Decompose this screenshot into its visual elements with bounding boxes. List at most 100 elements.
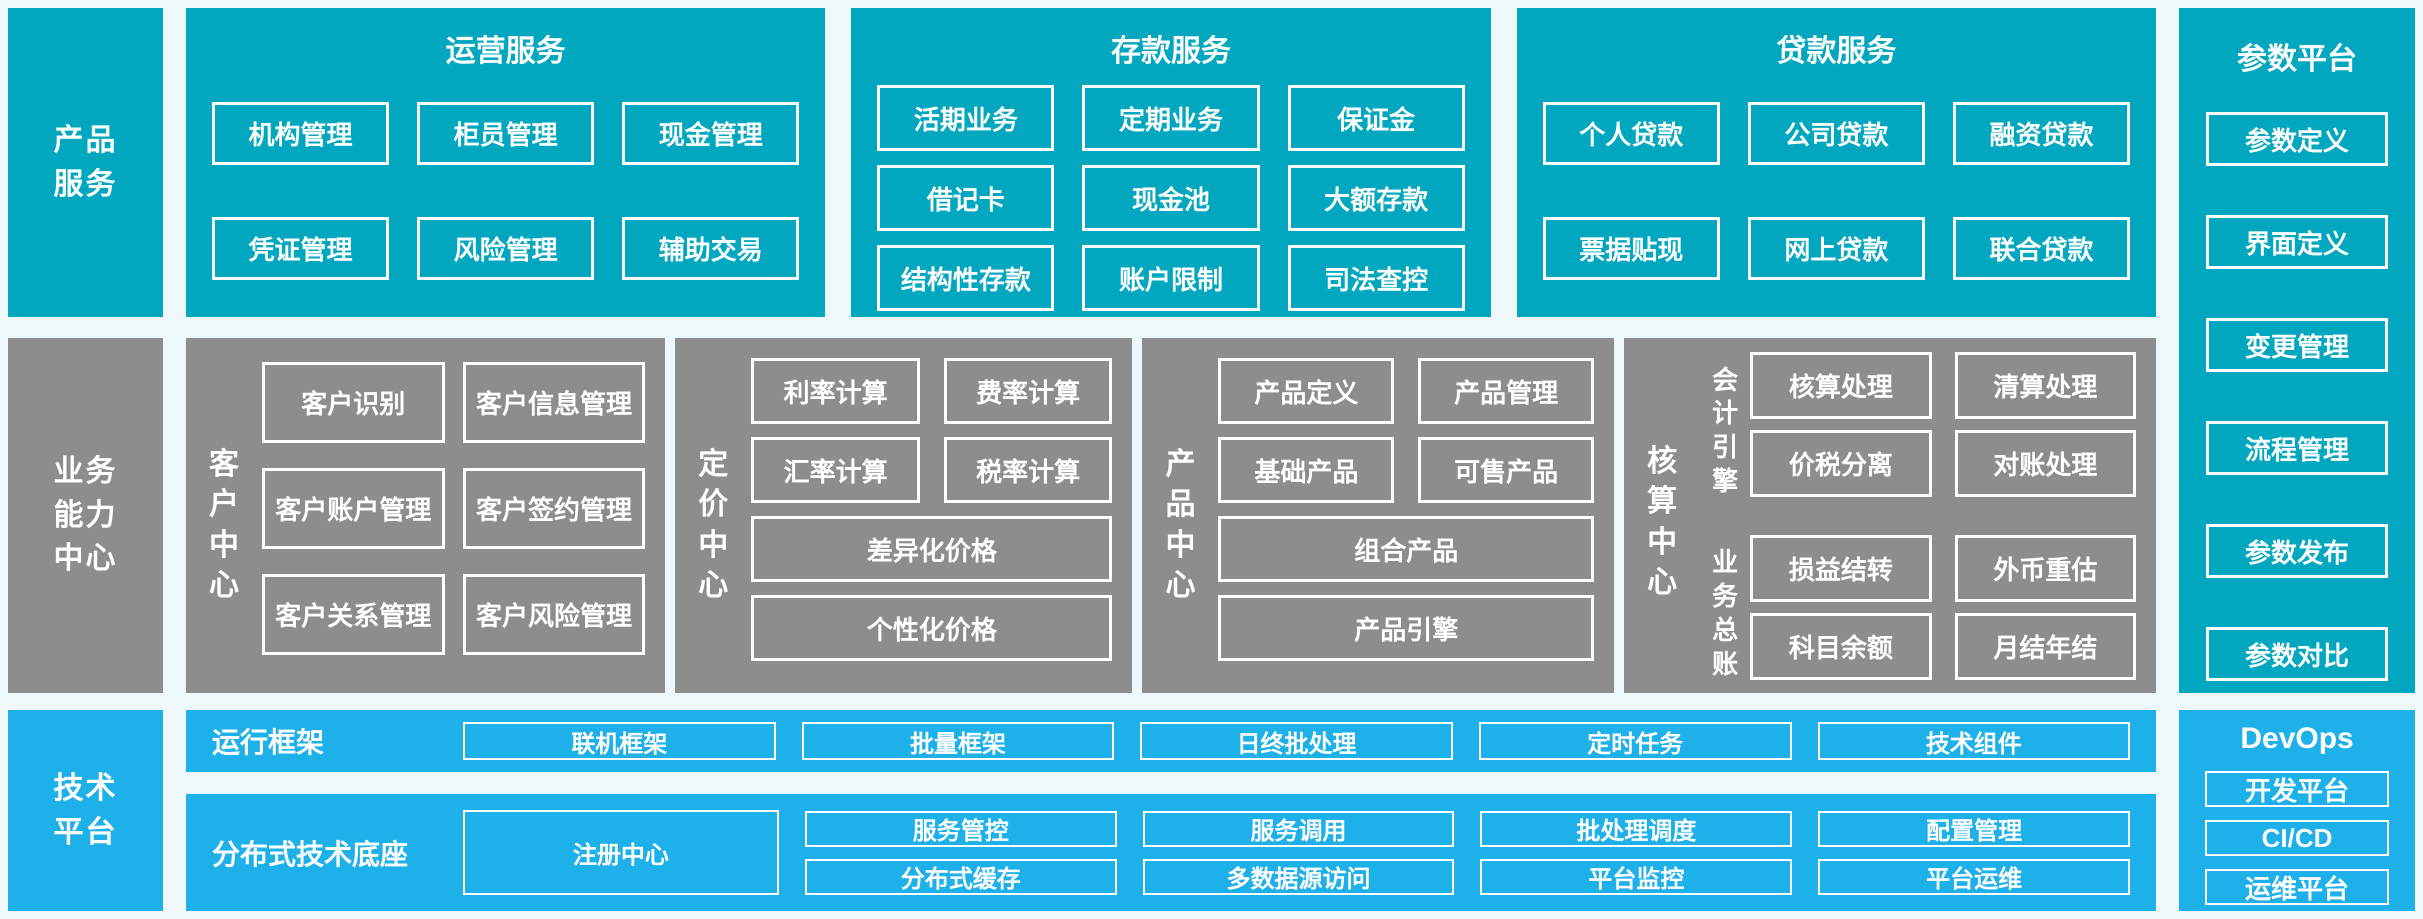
capability-box: 损益结转: [1750, 534, 1932, 602]
service-box: 凭证管理: [212, 217, 390, 280]
section-title: 参数平台: [2237, 43, 2358, 76]
devops-box: 开发平台: [2205, 771, 2389, 807]
row-label-text: 技术平台: [53, 772, 118, 849]
business-ledger-group: 业务总账 损益结转 外币重估 科目余额 月结年结: [1700, 534, 2137, 694]
capability-box: 客户信息管理: [462, 362, 646, 443]
section-deposit-services: 存款服务 活期业务 定期业务 保证金 借记卡 现金池 大额存款 结构性存款 账户…: [851, 8, 1491, 317]
service-box: 柜员管理: [417, 102, 595, 165]
distributed-pair-column: 服务管控 分布式缓存: [804, 810, 1117, 895]
capability-box: 产品定义: [1218, 358, 1395, 424]
tech-box: 平台监控: [1480, 858, 1793, 895]
customer-center-label: 客户中心: [186, 358, 262, 693]
capability-box: 价税分离: [1750, 430, 1932, 497]
parameter-box: 参数对比: [2206, 627, 2388, 681]
service-box: 辅助交易: [622, 217, 800, 280]
tech-box: 联机框架: [463, 722, 776, 760]
section-pricing-center: 定价中心 利率计算 费率计算 汇率计算 税率计算 差异化价格 个性化价格: [675, 338, 1133, 693]
service-box: 定期业务: [1082, 85, 1260, 151]
technology-sections: 运行框架 联机框架 批量框架 日终批处理 定时任务 技术组件 分布式技术底座 注…: [186, 710, 2157, 911]
tech-box: 定时任务: [1478, 722, 1792, 760]
distributed-pair-column: 批处理调度 平台监控: [1480, 810, 1793, 895]
section-title: 运营服务: [445, 35, 566, 68]
tech-box: 平台运维: [1818, 858, 2131, 895]
service-box: 风险管理: [417, 217, 595, 280]
main-column: 产品服务 运营服务 机构管理 柜员管理 现金管理 凭证管理 风险管理 辅助交易 …: [8, 8, 2157, 911]
capability-box-wide: 差异化价格: [751, 516, 1113, 582]
product-sections: 运营服务 机构管理 柜员管理 现金管理 凭证管理 风险管理 辅助交易 存款服务 …: [186, 8, 2157, 317]
tech-box: 多数据源访问: [1142, 858, 1455, 895]
capability-box: 可售产品: [1418, 437, 1595, 503]
capability-box: 客户签约管理: [462, 468, 646, 549]
tech-box: 服务调用: [1142, 810, 1455, 847]
row-label-text: 业务能力中心: [53, 455, 118, 576]
capability-box: 月结年结: [1954, 612, 2137, 680]
section-product-center: 产品中心 产品定义 产品管理 基础产品 可售产品 组合产品 产品引擎: [1142, 338, 1615, 693]
service-box: 账户限制: [1082, 245, 1260, 311]
service-box: 保证金: [1287, 85, 1465, 151]
service-box: 公司贷款: [1747, 102, 1925, 165]
row-label-technology-platform: 技术平台: [8, 710, 163, 911]
distributed-pair-column: 服务调用 多数据源访问: [1142, 810, 1455, 895]
service-box: 网上贷款: [1747, 217, 1925, 280]
capability-box: 利率计算: [751, 358, 920, 424]
row-label-business-capability: 业务能力中心: [8, 338, 163, 693]
accounting-groups: 会计引擎 核算处理 清算处理 价税分离 对账处理 业务总账: [1700, 352, 2137, 694]
tech-box: 服务管控: [804, 810, 1117, 847]
accounting-engine-grid: 核算处理 清算处理 价税分离 对账处理: [1750, 352, 2137, 511]
service-box: 个人贷款: [1542, 102, 1720, 165]
service-box: 融资贷款: [1952, 102, 2131, 165]
accounting-engine-group: 会计引擎 核算处理 清算处理 价税分离 对账处理: [1700, 352, 2137, 511]
operations-grid: 机构管理 柜员管理 现金管理 凭证管理 风险管理 辅助交易: [212, 102, 800, 280]
capability-box-wide: 组合产品: [1218, 516, 1595, 582]
tech-box: 配置管理: [1818, 810, 2131, 847]
right-column: 参数平台 参数定义 界面定义 变更管理 流程管理 参数发布 参数对比 DevOp…: [2179, 8, 2415, 911]
service-box: 机构管理: [212, 102, 390, 165]
accounting-engine-label: 会计引擎: [1700, 352, 1750, 511]
customer-grid: 客户识别 客户信息管理 客户账户管理 客户签约管理 客户关系管理 客户风险管理: [262, 362, 646, 693]
vertical-label-text: 产品中心: [1165, 447, 1196, 603]
technology-platform-row: 技术平台 运行框架 联机框架 批量框架 日终批处理 定时任务 技术组件 分布式技…: [8, 710, 2157, 911]
product-grid: 产品定义 产品管理 基础产品 可售产品 组合产品 产品引擎: [1218, 358, 1595, 693]
capability-box-wide: 个性化价格: [751, 595, 1113, 661]
distributed-pair-column: 配置管理 平台运维: [1818, 810, 2131, 895]
capability-box: 税率计算: [943, 437, 1113, 503]
business-ledger-label: 业务总账: [1700, 535, 1750, 694]
service-box: 大额存款: [1287, 165, 1465, 231]
accounting-center-label: 核算中心: [1624, 352, 1700, 693]
loan-grid: 个人贷款 公司贷款 融资贷款 票据贴现 网上贷款 联合贷款: [1542, 102, 2131, 280]
capability-box: 清算处理: [1954, 352, 2137, 419]
product-services-row: 产品服务 运营服务 机构管理 柜员管理 现金管理 凭证管理 风险管理 辅助交易 …: [8, 8, 2157, 317]
vertical-label-text: 核算中心: [1647, 444, 1678, 600]
section-title: 存款服务: [1111, 35, 1232, 68]
capability-box: 基础产品: [1218, 437, 1395, 503]
devops-box: CI/CD: [2205, 820, 2389, 856]
business-capability-row: 业务能力中心 客户中心 客户识别 客户信息管理 客户账户管理 客户签约管理 客户…: [8, 338, 2157, 694]
section-loan-services: 贷款服务 个人贷款 公司贷款 融资贷款 票据贴现 网上贷款 联合贷款: [1516, 8, 2157, 317]
section-title: 贷款服务: [1776, 35, 1897, 68]
capability-box: 外币重估: [1954, 534, 2137, 602]
row-label-product-services: 产品服务: [8, 8, 163, 317]
vertical-sublabel-text: 业务总账: [1712, 547, 1739, 679]
runtime-framework-label: 运行框架: [212, 727, 325, 758]
tech-box: 日终批处理: [1140, 722, 1453, 760]
parameter-stack: 参数定义 界面定义 变更管理 流程管理 参数发布 参数对比: [2206, 112, 2388, 681]
tech-box: 批处理调度: [1480, 810, 1793, 847]
service-box: 借记卡: [877, 165, 1055, 231]
deposit-grid: 活期业务 定期业务 保证金 借记卡 现金池 大额存款 结构性存款 账户限制 司法…: [877, 85, 1465, 311]
parameter-box: 变更管理: [2206, 318, 2388, 372]
vertical-label-text: 客户中心: [209, 447, 239, 603]
vertical-label-text: 定价中心: [698, 447, 729, 603]
capability-box: 科目余额: [1750, 612, 1932, 680]
pricing-center-label: 定价中心: [675, 358, 751, 693]
parameter-box: 流程管理: [2206, 421, 2388, 475]
section-parameter-platform: 参数平台 参数定义 界面定义 变更管理 流程管理 参数发布 参数对比: [2179, 8, 2415, 693]
service-box: 现金管理: [622, 102, 800, 165]
tech-box: 技术组件: [1817, 722, 2131, 760]
capability-box-wide: 产品引擎: [1218, 595, 1595, 661]
capability-box: 客户风险管理: [462, 574, 646, 655]
capability-box: 汇率计算: [751, 437, 920, 503]
row-label-text: 产品服务: [53, 124, 118, 201]
service-box: 活期业务: [877, 85, 1055, 151]
parameter-box: 参数发布: [2206, 524, 2388, 578]
